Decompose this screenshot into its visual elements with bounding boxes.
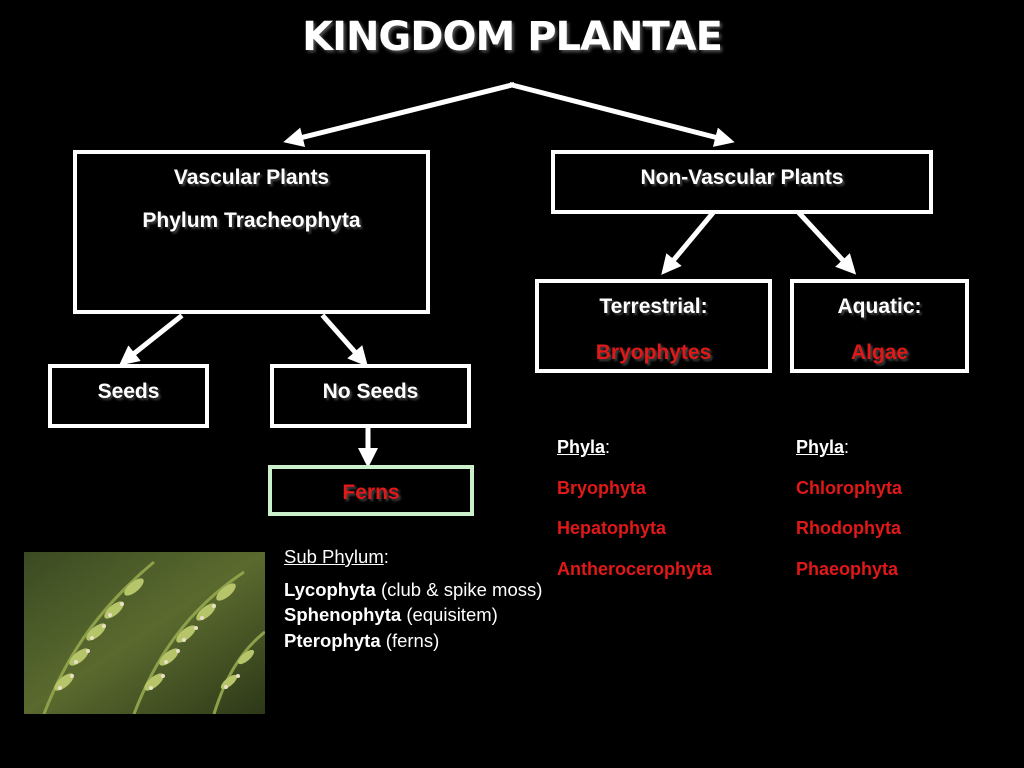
phyla-list-left: Phyla: Bryophyta Hepatophyta Antherocero… [557,427,712,589]
list-item: Antherocerophyta [557,558,713,579]
arrow-to-seeds [118,313,184,366]
arrow-to-noseeds [320,313,368,367]
algae-label: Algae [850,341,909,364]
list-item: Chlorophyta [796,477,902,498]
bryophytes-label: Bryophytes [595,341,712,364]
arrow-to-terrestrial [661,210,716,275]
sub-phylum-list: Sub Phylum: Lycophyta (club & spike moss… [284,544,544,653]
list-item: Hepatophyta [557,518,667,538]
no-seeds-label: No Seeds [322,380,419,403]
phyla-header: Phyla: [796,437,850,457]
list-item: Phaeophyta [796,558,899,579]
phylum-tracheophyta-label: Phylum Tracheophyta [142,209,361,232]
list-item: Sphenophyta (equisitem) [284,604,498,625]
page-title: KINGDOM PLANTAE [302,14,723,60]
fern-photo [24,552,265,714]
phyla-list-right: Phyla: Chlorophyta Rhodophyta Phaeophyta [796,427,902,589]
arrow-to-aquatic [796,210,857,275]
list-item: Lycophyta (club & spike moss) [284,578,543,600]
seeds-label: Seeds [97,380,160,403]
seeds-box: Seeds [48,364,209,428]
aquatic-box: Aquatic: Algae [790,279,969,373]
vascular-plants-box: Vascular Plants Phylum Tracheophyta [73,150,430,314]
list-item: Pterophyta (ferns) [284,629,440,651]
terrestrial-box: Terrestrial: Bryophytes [535,279,772,373]
no-seeds-box: No Seeds [270,364,471,428]
vascular-plants-label: Vascular Plants [173,166,330,189]
non-vascular-plants-box: Non-Vascular Plants [551,150,933,214]
arrow-to-vascular [283,81,516,148]
non-vascular-plants-label: Non-Vascular Plants [640,166,844,189]
aquatic-label: Aquatic: [837,295,922,318]
arrow-to-nonvascular [508,81,735,147]
phyla-header: Phyla: [557,437,611,457]
list-item: Bryophyta [557,477,647,498]
list-item: Rhodophyta [796,518,901,538]
ferns-label: Ferns [342,481,400,504]
terrestrial-label: Terrestrial: [599,295,708,318]
sub-phylum-header: Sub Phylum: [284,546,389,567]
ferns-box: Ferns [268,465,474,516]
